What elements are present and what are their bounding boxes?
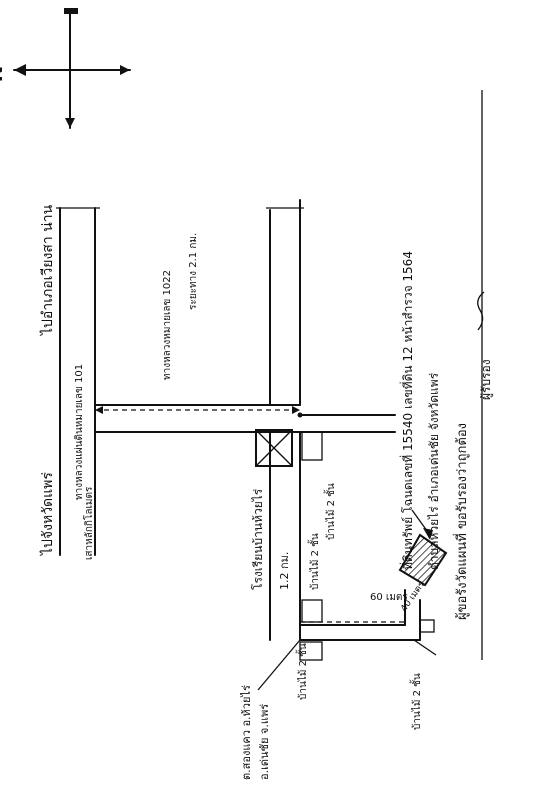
house-marker xyxy=(299,641,323,661)
compass-icon: N xyxy=(0,13,131,129)
label-house-d: บ้านไม้ 2 ชั้น xyxy=(409,673,423,730)
north-label: N xyxy=(0,66,7,83)
label-to-nan: ไปอำเภอเวียงสา น่าน xyxy=(39,204,56,336)
signature-mark xyxy=(477,291,485,331)
corner-mark xyxy=(64,8,78,14)
school-marker xyxy=(255,429,293,467)
label-school: โรงเรียนบ้านห้วยไร่ xyxy=(251,488,265,590)
label-distance: ระยะทาง 2.1 กม. xyxy=(188,233,199,310)
property-parcel xyxy=(398,533,448,656)
property-line-2: ตำบลห้วยไร่ อำเภอเด่นชัย จังหวัดแพร่ xyxy=(427,372,441,570)
property-line-3: ผู้ขอรังวัดแผนที่ ขอรับรองว่าถูกต้อง xyxy=(453,423,470,620)
label-to-phrae: ไปจังหวัดแพร่ xyxy=(39,472,56,556)
property-line-1: ที่ดินทรัพย์ โฉนดเลขที่ 15540 เลขที่ดิน … xyxy=(399,251,415,570)
highway-1022 xyxy=(94,199,304,433)
label-district-2: อ.เด่นชัย จ.แพร่ xyxy=(258,704,271,780)
house-marker xyxy=(301,431,323,461)
signature-caption: ผู้รับรอง xyxy=(479,359,494,400)
house-marker xyxy=(301,599,323,623)
label-concrete-post: เสาหลักกิโลเมตร xyxy=(82,486,95,560)
label-60m: 60 เมตร xyxy=(370,592,408,603)
label-highway-1022: ทางหลวงหมายเลข 1022 xyxy=(162,270,173,380)
label-house-b: บ้านไม้ 2 ชั้น xyxy=(323,483,337,540)
label-house-c: บ้านไม้ 2 ชั้น xyxy=(295,643,309,700)
highway-101 xyxy=(56,207,100,556)
label-highway-101: ทางหลวงแผ่นดินหมายเลข 101 xyxy=(74,364,85,500)
label-side-distance: 1.2 กม. xyxy=(278,552,291,590)
label-district-1: ต.สองแคว อ.ห้วยไร่ xyxy=(240,685,253,780)
label-house-a: บ้านไม้ 2 ชั้น xyxy=(307,533,321,590)
